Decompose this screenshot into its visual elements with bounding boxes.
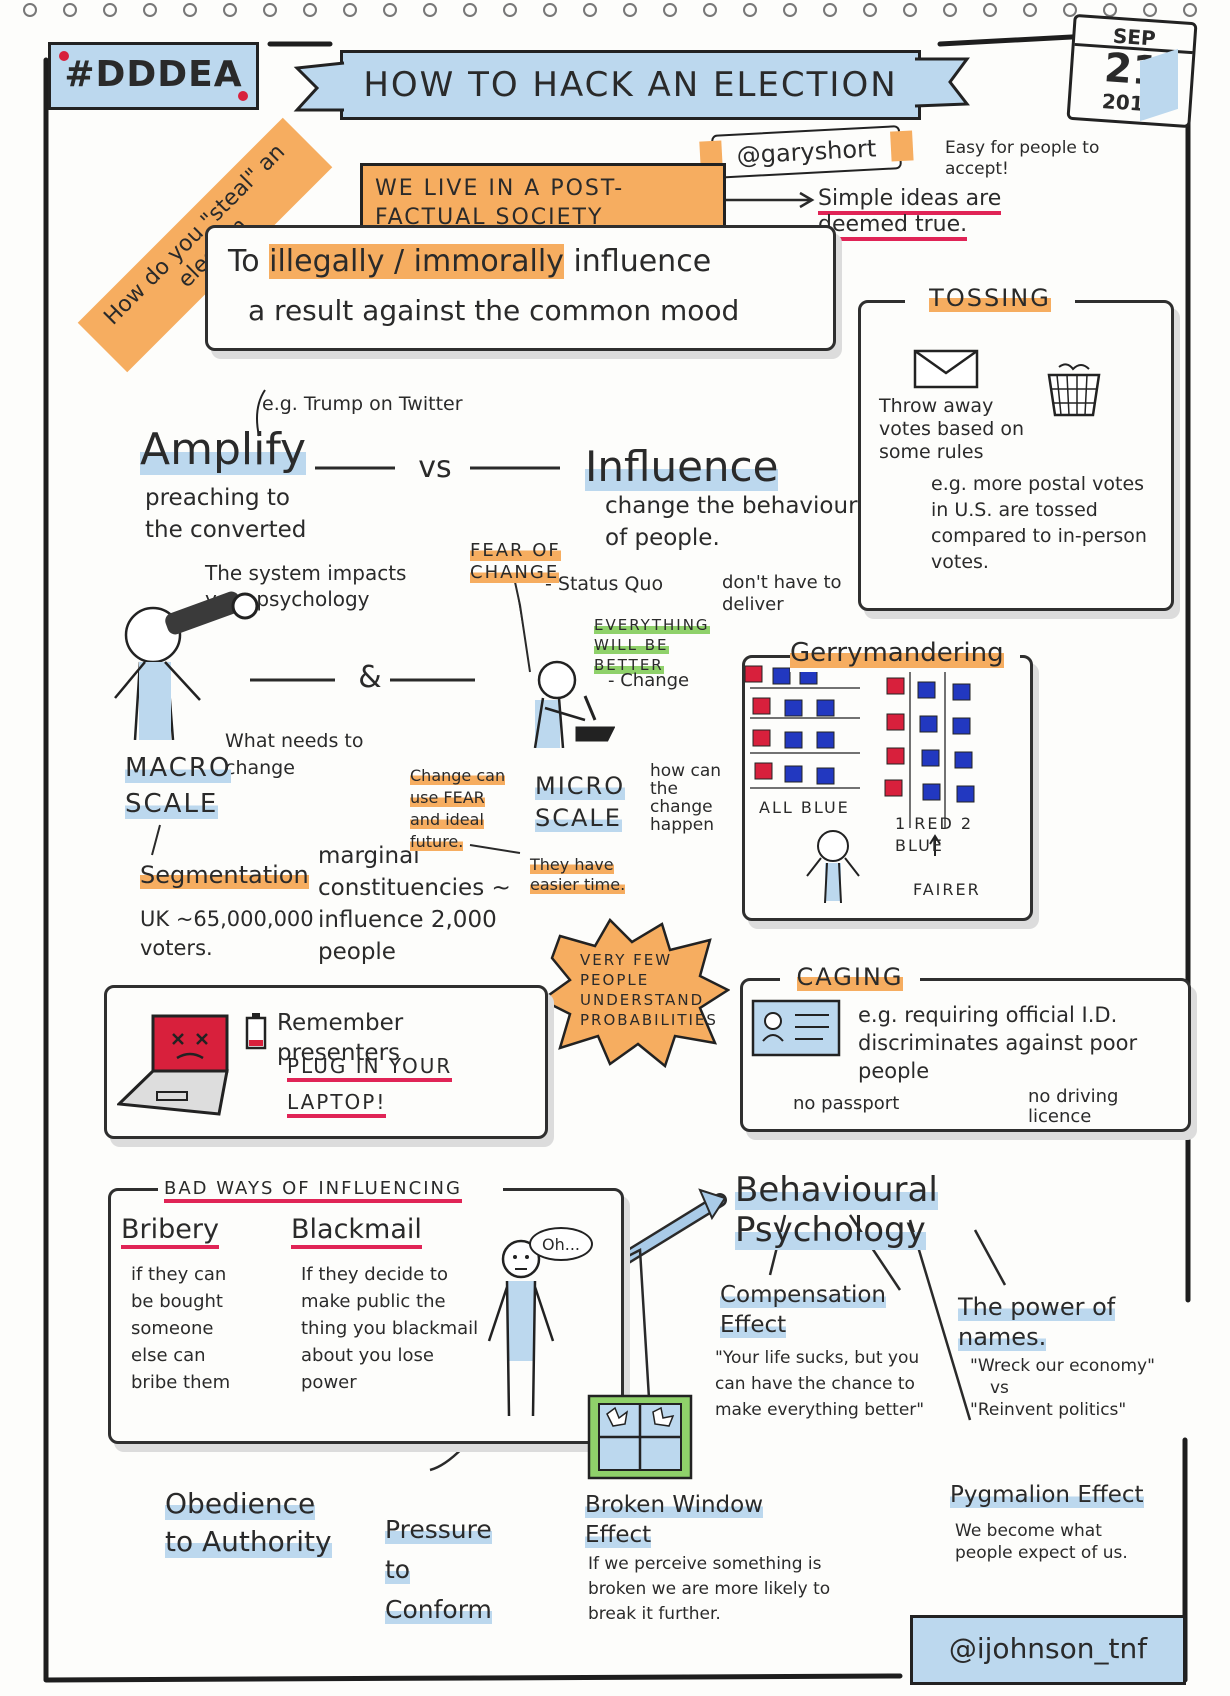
definition-influence: influence <box>573 244 712 279</box>
change-label: - Change <box>608 670 690 691</box>
influence-sub: change the behaviour of people. <box>605 493 858 551</box>
fear-of-change: FEAR OF CHANGE <box>470 540 561 583</box>
names-quote-2: "Reinvent politics" <box>970 1400 1127 1420</box>
page-title: HOW TO HACK AN ELECTION <box>363 65 898 105</box>
tossing-title: TOSSING <box>929 284 1051 312</box>
what-needs-change: What needs to change <box>225 730 364 779</box>
blackmail-desc: If they decide to make public the thing … <box>301 1264 479 1393</box>
tossing-title-bg: TOSSING <box>905 282 1075 316</box>
id-card-icon <box>751 999 841 1057</box>
bad-ways-title: BAD WAYS OF INFLUENCING <box>164 1174 504 1204</box>
definition-line1: To illegally / immorally influence <box>228 242 828 282</box>
no-licence: no driving licence <box>1028 1086 1119 1127</box>
broken-window-desc: If we perceive something is broken we ar… <box>588 1554 831 1624</box>
plug-in-laptop: PLUG IN YOUR LAPTOP! <box>287 1048 497 1120</box>
fairer-label: FAIRER <box>913 880 981 899</box>
broken-window-title: Broken Window Effect <box>585 1492 764 1548</box>
pin-icon <box>59 51 69 61</box>
one-red-two-blue-label: 1 RED 2 BLUE <box>895 814 974 855</box>
amplify-example: e.g. Trump on Twitter <box>262 393 463 415</box>
telescope-person-icon <box>114 591 259 740</box>
thought-bubble: Oh... <box>529 1227 593 1261</box>
probabilities-starburst <box>540 918 730 1068</box>
simple-ideas-text: Simple ideas are deemed true. <box>818 186 1002 241</box>
hashtag-badge: #DDDEA <box>48 42 259 110</box>
definition-line2: a result against the common mood <box>248 294 740 327</box>
segmentation-label: Segmentation <box>140 861 309 889</box>
tossing-box: Throw away votes based on some rules e.g… <box>858 300 1174 611</box>
dont-deliver: don't have to deliver <box>722 572 842 615</box>
trash-bin-icon <box>1047 363 1101 417</box>
title-banner: HOW TO HACK AN ELECTION <box>340 50 921 120</box>
probabilities-text: VERY FEW PEOPLE UNDERSTAND PROBABILITIES <box>580 951 718 1029</box>
gerrymandering-title-bg: Gerrymandering <box>790 636 1020 672</box>
speaker-handle: @garyshort <box>736 134 877 170</box>
simple-ideas: Simple ideas are deemed true. <box>818 186 1023 241</box>
caging-box: e.g. requiring official I.D. discriminat… <box>740 978 1191 1132</box>
no-passport: no passport <box>793 1093 900 1114</box>
author-badge: @ijohnson_tnf <box>910 1615 1186 1685</box>
calendar-shadow <box>1140 48 1178 122</box>
laptop-box: Remember presenters PLUG IN YOUR LAPTOP! <box>104 985 548 1139</box>
laptop-icon <box>117 1014 229 1116</box>
use-fear-note: Change can use FEAR and ideal future. <box>410 766 506 851</box>
pin-icon <box>238 91 248 101</box>
remember-presenters: Remember presenters <box>277 1010 404 1066</box>
compensation-quote: "Your life sucks, but you can have the c… <box>715 1348 925 1420</box>
post-factual-label: WE LIVE IN A POST-FACTUAL SOCIETY <box>375 176 625 230</box>
how-change-happen: how can the change happen <box>650 761 722 835</box>
status-quo: - Status Quo <box>545 573 664 595</box>
bad-ways-title-bg: BAD WAYS OF INFLUENCING <box>158 1172 503 1206</box>
broken-window-icon <box>587 1394 693 1480</box>
spiral-binding <box>23 3 1197 17</box>
worried-person-icon <box>487 1239 555 1417</box>
macro-scale-title: MACRO SCALE <box>125 753 232 819</box>
blackmail-title: Blackmail <box>291 1213 441 1249</box>
banner-left-tail <box>293 61 345 112</box>
caging-title-bg: CAGING <box>780 960 920 994</box>
tossing-desc: Throw away votes based on some rules <box>879 395 1025 463</box>
everything-better: EVERYTHING WILL BE BETTER <box>594 616 710 674</box>
compensation-title: Compensation Effect <box>720 1282 886 1338</box>
pygmalion-title: Pygmalion Effect <box>950 1482 1144 1508</box>
envelope-icon <box>913 349 979 389</box>
bribery-title: Bribery <box>121 1213 231 1249</box>
bribery-desc: if they can be bought someone else can b… <box>131 1264 231 1393</box>
names-vs: vs <box>990 1378 1009 1398</box>
micro-scale-title: MICRO SCALE <box>535 772 626 832</box>
influence-title: Influence <box>585 442 779 491</box>
obedience-title: Obedience to Authority <box>165 1487 332 1558</box>
marginal-constituencies: marginal constituencies ~ influence 2,00… <box>318 843 511 965</box>
all-blue-label: ALL BLUE <box>759 798 850 817</box>
easier-time: They have easier time. <box>530 855 626 894</box>
behavioural-title: Behavioural Psychology <box>735 1170 938 1250</box>
banner-right-tail <box>914 57 970 108</box>
amplify-sub: preaching to the converted <box>145 485 307 543</box>
caging-desc: e.g. requiring official I.D. discriminat… <box>858 1003 1138 1083</box>
ampersand: & <box>358 660 382 695</box>
tossing-example: e.g. more postal votes in U.S. are tosse… <box>931 473 1147 573</box>
gerrymandering-title: Gerrymandering <box>790 638 1004 668</box>
easy-accept-note: Easy for people to accept! <box>945 138 1100 179</box>
power-of-names: The power of names. <box>958 1293 1116 1351</box>
pygmalion-desc: We become what people expect of us. <box>955 1521 1128 1563</box>
caging-title: CAGING <box>796 963 904 991</box>
definition-to: To <box>228 244 260 279</box>
names-quote-1: "Wreck our economy" <box>970 1356 1155 1376</box>
vs-label: vs <box>418 450 452 485</box>
oh-thought: Oh... <box>542 1235 580 1254</box>
amplify-title: Amplify <box>140 424 307 475</box>
definition-box: To illegally / immorally influence a res… <box>205 225 836 351</box>
gerrymandering-box: ALL BLUE 1 RED 2 BLUE FAIRER <box>742 655 1033 921</box>
gerrymandering-chart <box>745 665 975 904</box>
bad-ways-box: Bribery if they can be bought someone el… <box>108 1188 624 1444</box>
empty-battery-icon <box>245 1013 267 1050</box>
hashtag-text: #DDDEA <box>64 54 243 95</box>
definition-illegally: illegally / immorally <box>269 244 564 279</box>
microscope-person-icon <box>533 660 615 748</box>
pressure-title: Pressure to Conform <box>385 1515 492 1624</box>
names-quotes: "Wreck our economy" vs "Reinvent politic… <box>970 1355 1190 1421</box>
uk-voters: UK ~65,000,000 voters. <box>140 907 314 960</box>
author-handle: @ijohnson_tnf <box>948 1632 1148 1665</box>
